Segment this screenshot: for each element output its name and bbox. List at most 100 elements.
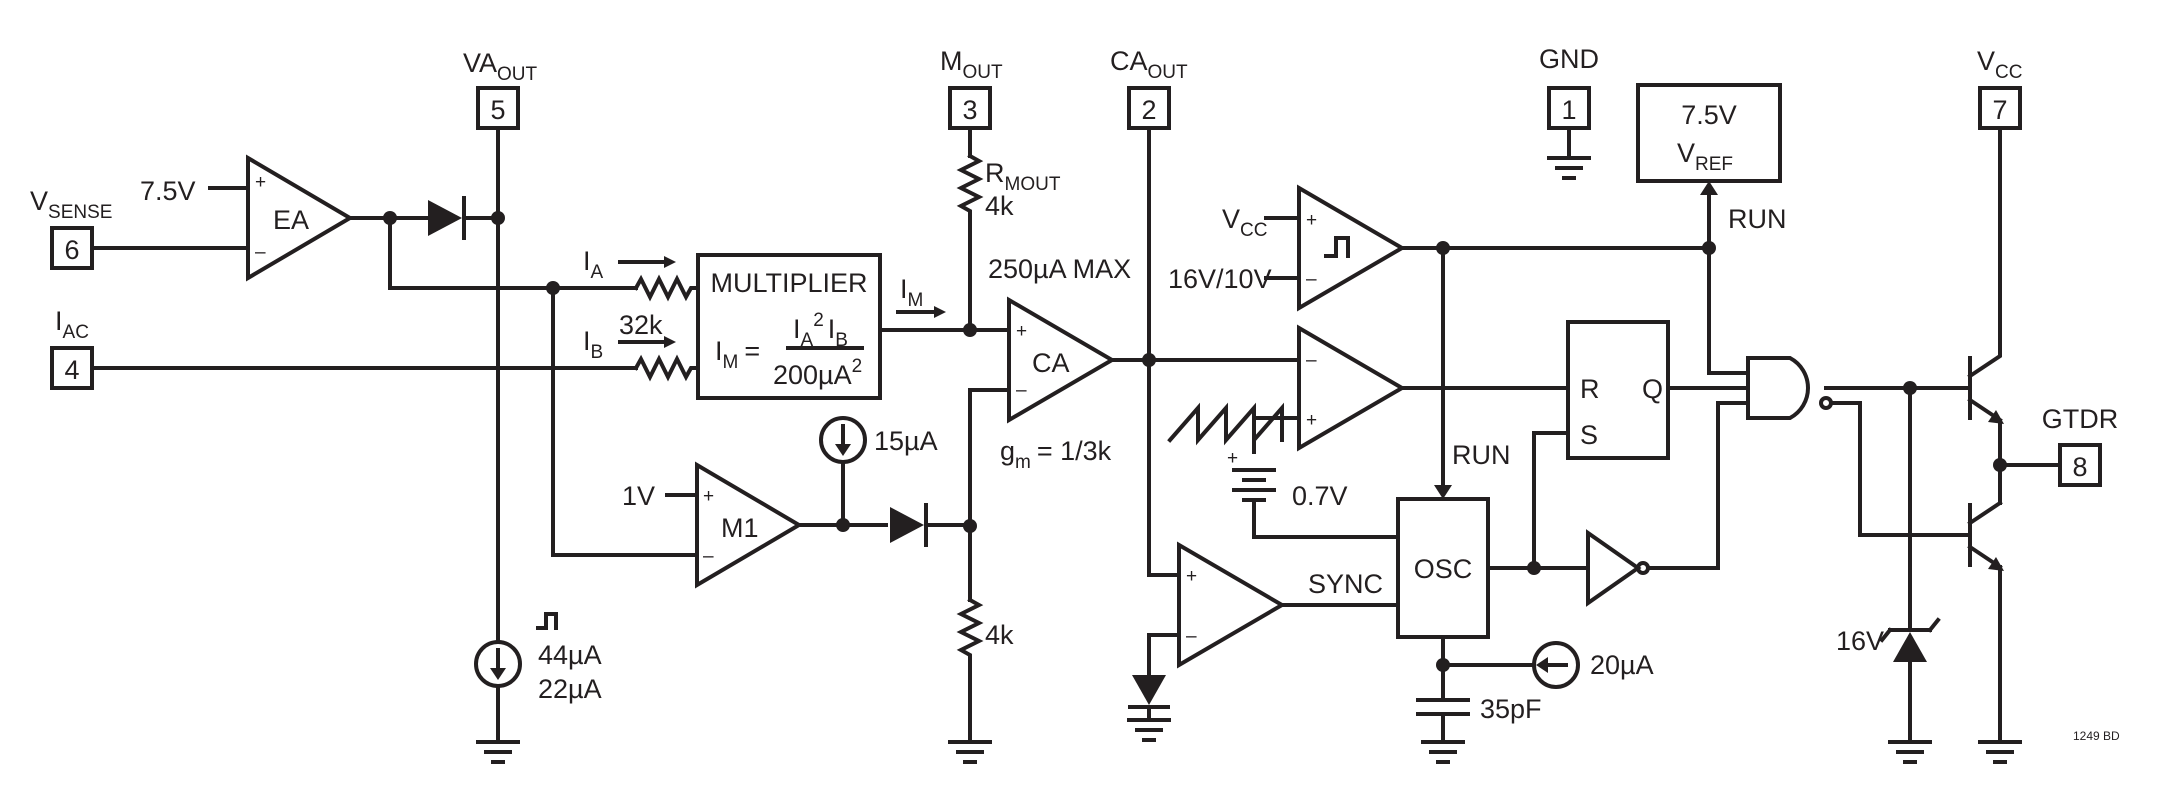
im-label: IM	[900, 274, 923, 311]
latch-r: R	[1580, 374, 1600, 404]
oscillator-block: OSC	[1396, 497, 1490, 639]
pin-5-number: 5	[490, 95, 505, 125]
pwm-plus: +	[1306, 410, 1317, 431]
ea-plus: +	[255, 172, 266, 193]
run-label-top: RUN	[1728, 204, 1787, 234]
rs-latch: R S Q	[1566, 320, 1670, 460]
pin-8-number: 8	[2072, 452, 2087, 482]
run-label-osc: RUN	[1452, 440, 1511, 470]
current-amplifier: CA + –	[1007, 296, 1116, 424]
pin-4-iac: 4 IAC	[50, 306, 94, 390]
pin-5-label: VAOUT	[463, 48, 538, 85]
ca-gm-label: gm= 1/3k	[1000, 436, 1112, 473]
m1-reference-label: 1V	[622, 481, 655, 511]
ia-resistor	[633, 274, 700, 302]
vref-name: VREF	[1677, 138, 1733, 175]
pin-5-vaout: 5 VAOUT	[463, 48, 538, 130]
current-source-20ua	[1532, 641, 1580, 689]
upper-npn-transistor	[1967, 126, 2004, 424]
ground-symbol-gnd-pin	[1547, 126, 1591, 180]
sync-minus: –	[1186, 626, 1197, 647]
uvlo-vcc-label: VCC	[1222, 204, 1267, 241]
multiplier-denominator: 200µA2	[773, 356, 862, 390]
pin-8-label: GTDR	[2042, 404, 2119, 434]
pin-6-label: VSENSE	[30, 186, 112, 223]
ground-symbol-osc	[1421, 740, 1465, 764]
battery-0p7v	[1232, 468, 1276, 502]
rmout-value: 4k	[985, 191, 1014, 221]
ib-resistor	[633, 354, 700, 382]
osc-label: OSC	[1414, 554, 1473, 584]
pin-7-vcc: 7 VCC	[1977, 46, 2022, 130]
m1-label: M1	[721, 513, 759, 543]
pwm-comparator: – +	[1297, 324, 1406, 452]
ground-symbol-output	[1978, 740, 2022, 764]
pin-7-number: 7	[1992, 95, 2007, 125]
uvlo-minus: –	[1306, 269, 1317, 290]
pin-7-label: VCC	[1977, 46, 2022, 83]
nand-gate	[1746, 356, 1833, 420]
pin-1-label: GND	[1539, 44, 1599, 74]
timing-capacitor	[1416, 698, 1470, 744]
i22-label: 22µA	[538, 674, 602, 704]
r4k-lower-label: 4k	[985, 620, 1014, 650]
pin-8-gtdr: 8 GTDR	[2042, 404, 2119, 487]
m1-output-diode	[890, 507, 924, 543]
sync-comparator: + –	[1177, 541, 1286, 669]
pin-1-gnd: 1 GND	[1539, 44, 1599, 130]
i15-label: 15µA	[874, 426, 938, 456]
c35-label: 35pF	[1480, 694, 1542, 724]
pin-6-vsense: 6 VSENSE	[30, 186, 112, 270]
battery-plus: +	[1227, 448, 1238, 469]
sync-label: SYNC	[1308, 569, 1383, 599]
sync-plus: +	[1186, 566, 1197, 587]
pin-3-label: MOUT	[940, 46, 1003, 83]
pin-3-number: 3	[962, 95, 977, 125]
current-source-44ua	[474, 640, 522, 744]
m1-minus: –	[703, 546, 714, 567]
current-source-15ua	[819, 416, 867, 527]
pin-3-mout: 3 MOUT	[940, 46, 1003, 130]
ramp-waveform-icon	[1167, 402, 1284, 446]
ea-output-diode	[428, 200, 462, 236]
ground-symbol-4k	[948, 740, 992, 764]
ib-label: IB	[583, 326, 603, 363]
pin-4-number: 4	[64, 355, 79, 385]
vref-voltage: 7.5V	[1681, 100, 1737, 130]
latch-s: S	[1580, 420, 1598, 450]
lower-npn-transistor	[1967, 500, 2004, 744]
ca-label: CA	[1032, 348, 1070, 378]
latch-q: Q	[1642, 374, 1663, 404]
hysteresis-symbol-uvlo	[1324, 236, 1350, 258]
pin-4-label: IAC	[55, 306, 89, 343]
zener-label: 16V	[1836, 626, 1884, 656]
ca-current-limit: 250µA MAX	[988, 254, 1131, 284]
hysteresis-symbol-source	[536, 612, 558, 630]
ea-reference-label: 7.5V	[140, 176, 196, 206]
m1-amplifier: M1 + –	[695, 461, 803, 589]
ground-symbol-zener	[1888, 740, 1932, 764]
r32k-label: 32k	[619, 310, 663, 340]
sync-clamp-diode	[1132, 675, 1166, 705]
inverter-gate	[1586, 529, 1650, 607]
pin-2-number: 2	[1141, 95, 1156, 125]
part-code: 1249 BD	[2073, 729, 2120, 743]
ca-plus: +	[1016, 321, 1027, 342]
pwm-minus: –	[1306, 350, 1317, 371]
ia-label: IA	[583, 246, 604, 283]
ea-minus: –	[255, 242, 266, 263]
i44-label: 44µA	[538, 640, 602, 670]
m1-plus: +	[703, 486, 714, 507]
uvlo-plus: +	[1306, 210, 1317, 231]
ea-label: EA	[273, 205, 309, 235]
multiplier-lhs: IM=	[715, 336, 760, 373]
pin-2-caout: 2 CAOUT	[1110, 46, 1188, 130]
multiplier-title: MULTIPLIER	[710, 268, 867, 298]
rmout-label: RMOUT	[985, 158, 1061, 195]
pin-2-label: CAOUT	[1110, 46, 1188, 83]
ground-symbol-sync	[1127, 718, 1171, 742]
pin-1-number: 1	[1561, 95, 1576, 125]
i20-label: 20µA	[1590, 650, 1654, 680]
